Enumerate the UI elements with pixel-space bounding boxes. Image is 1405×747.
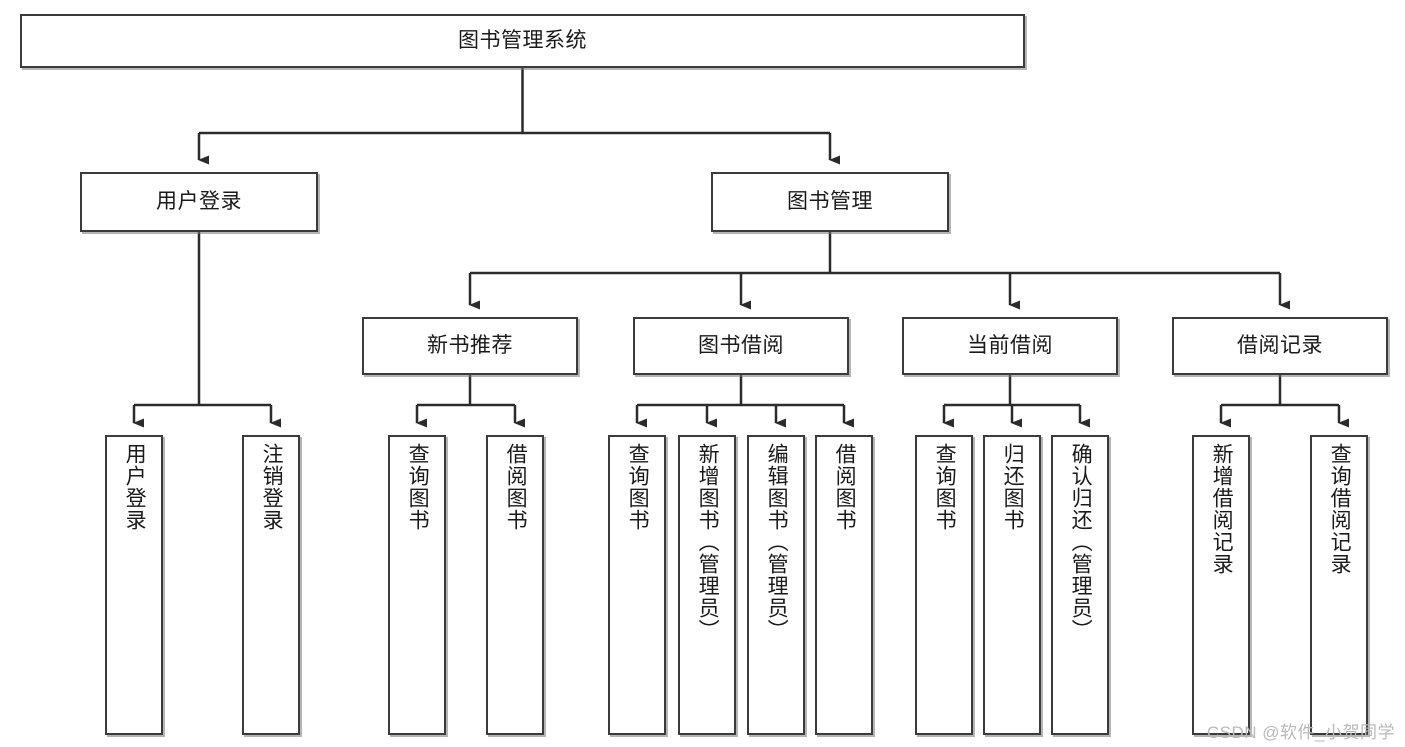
node-label: 图书借阅 [698, 334, 784, 358]
node-label: 用户登录 [156, 190, 242, 214]
node-leaf-add-book[interactable]: 新增图书（管理员） [678, 435, 736, 735]
node-leaf-query-rec[interactable]: 查询借阅记录 [1310, 435, 1368, 735]
node-label: 注销登录 [260, 443, 284, 531]
node-label: 借阅图书 [833, 443, 857, 531]
node-borrow-record[interactable]: 借阅记录 [1172, 317, 1388, 375]
node-label: 借阅图书 [504, 443, 528, 531]
node-label: 图书管理系统 [458, 29, 587, 53]
watermark-label: CSDN @软件_小贺同学 [1206, 723, 1395, 742]
node-label: 借阅记录 [1237, 334, 1323, 358]
node-leaf-query-3[interactable]: 查询图书 [915, 435, 973, 735]
node-root[interactable]: 图书管理系统 [20, 14, 1025, 68]
node-book-manage[interactable]: 图书管理 [711, 172, 949, 232]
node-label: 查询图书 [626, 443, 650, 531]
node-leaf-query-1[interactable]: 查询图书 [388, 435, 446, 735]
connector-lines [132, 68, 1349, 428]
node-current-borrow[interactable]: 当前借阅 [902, 317, 1118, 375]
node-label: 编辑图书（管理员） [765, 443, 789, 641]
node-leaf-user-login[interactable]: 用户登录 [105, 435, 163, 735]
node-label: 新增图书（管理员） [696, 443, 720, 641]
node-leaf-borrow-2[interactable]: 借阅图书 [815, 435, 873, 735]
node-label: 用户登录 [123, 443, 147, 531]
node-label: 归还图书 [1001, 443, 1025, 531]
node-label: 图书管理 [787, 190, 873, 214]
node-label: 新书推荐 [427, 334, 513, 358]
node-user-login[interactable]: 用户登录 [80, 172, 318, 232]
node-label: 查询借阅记录 [1328, 443, 1352, 575]
node-leaf-return[interactable]: 归还图书 [983, 435, 1041, 735]
node-label: 当前借阅 [967, 334, 1053, 358]
node-label: 查询图书 [406, 443, 430, 531]
node-label: 查询图书 [933, 443, 957, 531]
node-leaf-borrow-1[interactable]: 借阅图书 [486, 435, 544, 735]
node-leaf-query-2[interactable]: 查询图书 [608, 435, 666, 735]
node-label: 新增借阅记录 [1210, 443, 1234, 575]
node-label: 确认归还（管理员） [1069, 443, 1093, 641]
node-book-borrow[interactable]: 图书借阅 [633, 317, 849, 375]
node-leaf-confirm[interactable]: 确认归还（管理员） [1051, 435, 1109, 735]
node-new-book-rec[interactable]: 新书推荐 [362, 317, 578, 375]
node-leaf-add-rec[interactable]: 新增借阅记录 [1192, 435, 1250, 735]
node-leaf-logout[interactable]: 注销登录 [242, 435, 300, 735]
node-leaf-edit-book[interactable]: 编辑图书（管理员） [747, 435, 805, 735]
